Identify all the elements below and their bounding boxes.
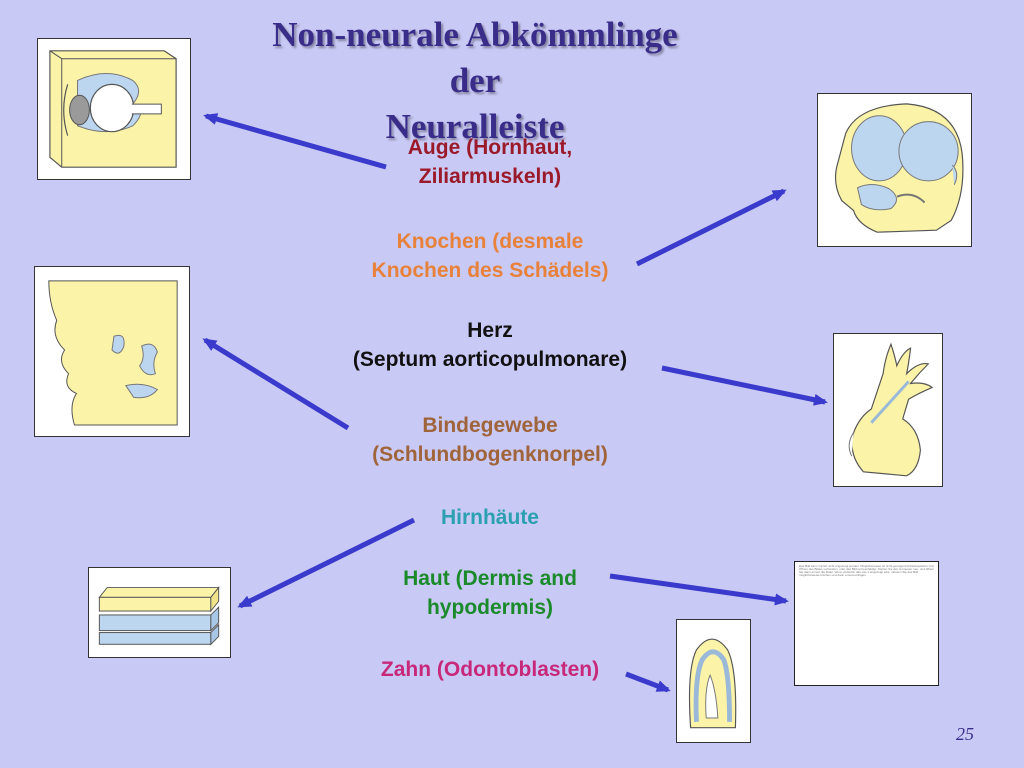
face-icon	[48, 280, 178, 426]
arrow-zahn-to-tooth	[625, 671, 671, 693]
label-knochen-line-1: Knochen (desmale	[396, 230, 584, 253]
page-number: 25	[956, 724, 974, 744]
arrow-herz-to-heart	[661, 365, 828, 406]
title-line-2: Neuralleiste	[385, 107, 565, 146]
eye-image	[37, 38, 191, 180]
arrow-knochen-to-skull	[635, 188, 787, 267]
slide-title: Non-neurale Abkömmlinge der Neuralleiste	[250, 12, 700, 150]
heart-image	[833, 333, 943, 487]
label-haut-line-2: hypodermis)	[426, 596, 554, 619]
label-knochen-line-2: Knochen des Schädels)	[371, 259, 609, 282]
title-line-1: Non-neurale Abkömmlinge der	[272, 15, 678, 100]
label-herz-line-2: (Septum aorticopulmonare)	[352, 348, 628, 371]
eye-icon	[49, 50, 177, 168]
skin-icon	[98, 586, 220, 646]
label-auge-line-1: Auge (Hornhaut,	[407, 136, 573, 159]
arrow-hirnhaeute-to-skin	[237, 517, 416, 609]
label-haut-line-1: Haut (Dermis and	[403, 567, 577, 590]
skull-icon	[834, 103, 964, 233]
label-bindegewebe-line-2: (Schlundbogenknorpel)	[372, 443, 608, 466]
label-haut: Haut (Dermis and hypodermis)	[300, 564, 680, 622]
face-image	[34, 266, 190, 437]
label-hirnhaeute: Hirnhäute	[300, 503, 680, 532]
label-knochen: Knochen (desmale Knochen des Schädels)	[300, 227, 680, 285]
placeholder-image: Das Bild kann zurzeit nicht angezeigt we…	[794, 561, 939, 686]
skin-image	[88, 567, 231, 658]
label-auge: Auge (Hornhaut, Ziliarmuskeln)	[300, 133, 680, 191]
tooth-image	[676, 619, 751, 743]
heart-icon	[848, 342, 934, 477]
label-bindegewebe: Bindegewebe (Schlundbogenknorpel)	[300, 411, 680, 469]
label-zahn: Zahn (Odontoblasten)	[300, 655, 680, 684]
arrow-haut-to-placeholder	[609, 573, 789, 606]
arrow-auge-to-eye	[203, 113, 387, 170]
label-herz-line-1: Herz	[467, 319, 513, 342]
label-bindegewebe-line-1: Bindegewebe	[422, 414, 558, 437]
label-herz: Herz (Septum aorticopulmonare)	[300, 316, 680, 374]
skull-image	[817, 93, 972, 247]
placeholder-text: Das Bild kann zurzeit nicht angezeigt we…	[799, 564, 935, 577]
label-auge-line-2: Ziliarmuskeln)	[418, 165, 562, 188]
label-hirnhaeute-line-1: Hirnhäute	[440, 506, 539, 529]
arrow-bindegewebe-to-face	[202, 337, 350, 431]
label-zahn-line-1: Zahn (Odontoblasten)	[380, 658, 600, 681]
tooth-icon	[688, 638, 737, 729]
